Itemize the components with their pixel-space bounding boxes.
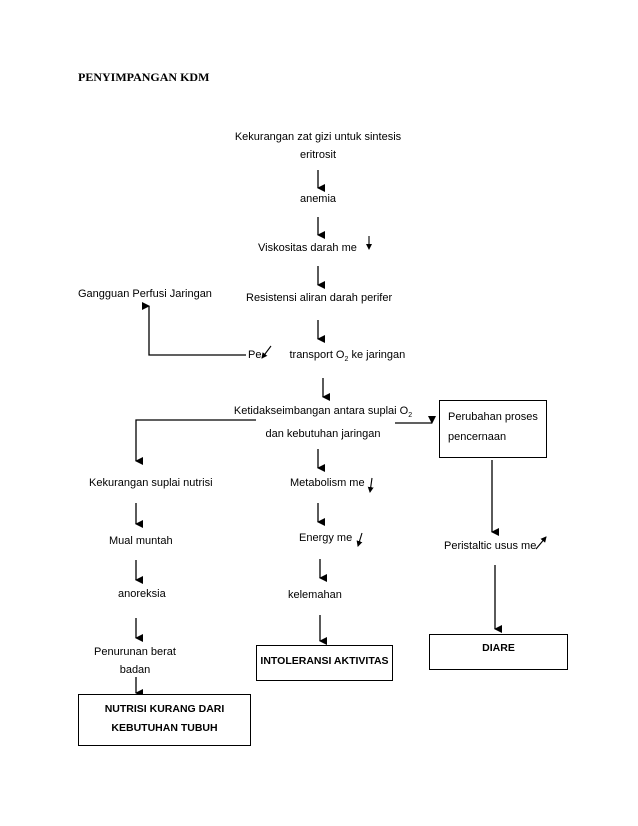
node-ketidakseimbangan: Ketidakseimbangan antara suplai O2 dan k… <box>226 402 420 443</box>
node-intoleransi-aktivitas: INTOLERANSI AKTIVITAS <box>256 645 393 681</box>
node-transport: Pe transport O2 ke jaringan <box>248 346 405 369</box>
node-kekurangan-zat-gizi-line2: eritrosit <box>299 149 337 161</box>
node-nutrisi-line2: KEBUTUHAN TUBUH <box>111 722 218 734</box>
node-ketidakseimbangan-subscript: 2 <box>408 412 413 420</box>
node-transport-subscript: 2 <box>344 356 349 364</box>
node-diare: DIARE <box>429 634 568 670</box>
node-penurunan-line2: badan <box>119 664 151 676</box>
node-perubahan-line2: pencernaan <box>448 431 507 443</box>
node-intoleransi-label: INTOLERANSI AKTIVITAS <box>260 655 389 667</box>
decrease-indicator-metabolism <box>367 477 374 493</box>
node-gangguan-perfusi: Gangguan Perfusi Jaringan <box>78 288 212 300</box>
node-kekurangan-zat-gizi-line1: Kekurangan zat gizi untuk sintesis <box>234 131 402 143</box>
node-anoreksia: anoreksia <box>118 588 166 600</box>
node-perubahan-line1: Perubahan proses <box>448 411 538 423</box>
node-ketidakseimbangan-line2: dan kebutuhan jaringan <box>265 428 381 441</box>
decrease-indicator-energy <box>356 532 363 547</box>
node-metabolism: Metabolism me <box>290 477 365 489</box>
node-transport-tail: ke jaringan <box>348 349 406 361</box>
node-perubahan-pencernaan: Perubahan proses pencernaan <box>439 400 547 458</box>
node-energy: Energy me <box>299 532 353 544</box>
node-transport-text: transport O <box>289 349 345 361</box>
node-viskositas: Viskositas darah me <box>258 242 357 254</box>
node-nutrisi-kurang: NUTRISI KURANG DARI KEBUTUHAN TUBUH <box>78 694 251 746</box>
node-peristaltic: Peristaltic usus me <box>444 540 537 552</box>
node-anemia: anemia <box>299 193 337 205</box>
page-title: PENYIMPANGAN KDM <box>78 70 210 84</box>
node-nutrisi-line1: NUTRISI KURANG DARI <box>104 703 225 715</box>
node-penurunan-berat: Penurunan berat badan <box>80 643 190 679</box>
node-kekurangan-zat-gizi: Kekurangan zat gizi untuk sintesis eritr… <box>218 128 418 164</box>
node-mual-muntah: Mual muntah <box>109 535 173 547</box>
node-resistensi: Resistensi aliran darah perifer <box>246 292 393 304</box>
node-ketidakseimbangan-line1: Ketidakseimbangan antara suplai O <box>233 405 409 417</box>
arrow-transport-gangguan <box>142 302 246 356</box>
node-kekurangan-suplai: Kekurangan suplai nutrisi <box>89 477 213 489</box>
node-diare-label: DIARE <box>482 642 515 654</box>
node-transport-prefix: Pe <box>248 349 262 361</box>
decrease-indicator-transport <box>261 345 272 359</box>
arrow-ketidakseimbangan-kekurangan <box>135 419 256 465</box>
node-penurunan-line1: Penurunan berat <box>94 646 176 658</box>
node-kelemahan: kelemahan <box>288 589 342 601</box>
increase-indicator-peristaltic <box>535 536 547 550</box>
